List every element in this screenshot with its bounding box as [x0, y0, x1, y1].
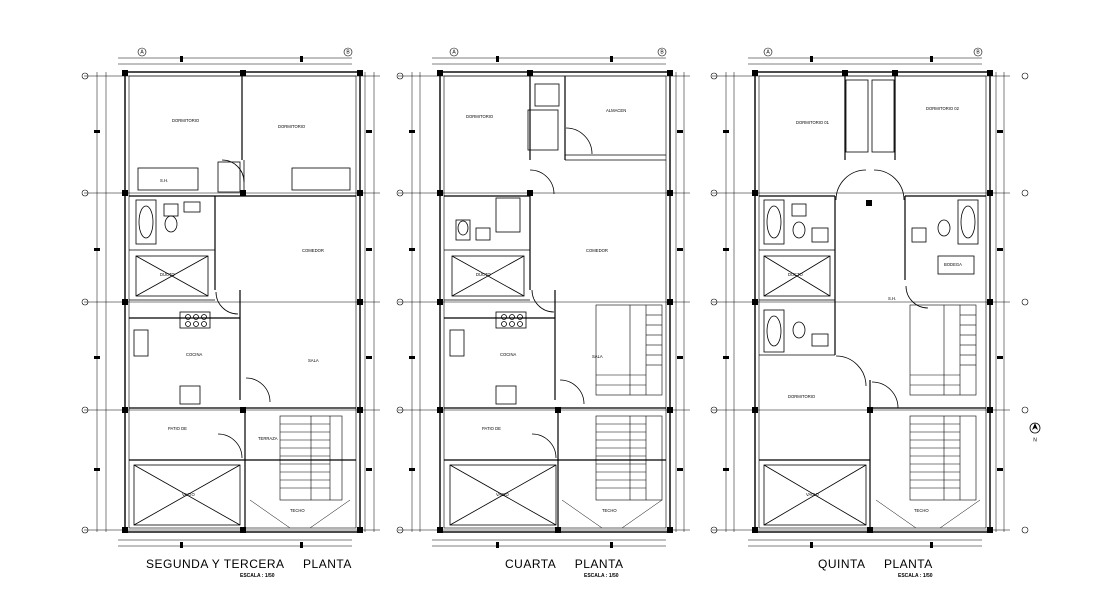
room-label: VACIO	[806, 492, 819, 497]
axis-label-a: A	[140, 49, 144, 55]
sink	[475, 227, 491, 241]
bathtub	[957, 199, 979, 245]
ducto	[763, 255, 831, 297]
door-swing	[835, 169, 867, 201]
room-label: COMEDOR	[586, 248, 608, 253]
closet	[137, 167, 199, 191]
room-label: TECHO	[914, 508, 929, 513]
room-label: DORMITORIO 02	[926, 106, 960, 111]
room-label: S.H.	[160, 178, 168, 183]
room-label: TECHO	[290, 508, 305, 513]
closet	[534, 83, 560, 107]
vacio	[133, 464, 241, 526]
plan-scale: ESCALA : 1/50	[240, 573, 275, 579]
axis-label-b: B	[976, 49, 980, 55]
room-label: DORMITORIO	[466, 114, 494, 119]
room-label: COMEDOR	[302, 248, 324, 253]
toilet	[455, 219, 471, 241]
kitchen-sink	[449, 329, 465, 357]
closet	[871, 79, 895, 153]
north-arrow: N	[1029, 422, 1041, 443]
axis-label-b: B	[346, 49, 350, 55]
bathtub	[763, 199, 785, 245]
room-label: DUCTO	[160, 272, 176, 277]
closet	[845, 79, 869, 153]
room-label: DUCTO	[476, 272, 492, 277]
room-label: DORMITORIO 01	[796, 120, 830, 125]
room-label: VACIO	[496, 492, 509, 497]
vacio	[763, 464, 867, 526]
north-label: N	[1033, 437, 1037, 443]
axis-label-a: A	[766, 49, 770, 55]
closet	[527, 109, 559, 151]
axis-markers-plan3: A B	[710, 47, 1029, 534]
room-label: PATIO DE	[482, 426, 501, 431]
sink	[183, 201, 201, 213]
bathtub	[763, 309, 785, 353]
plan-segunda-tercera	[84, 56, 380, 548]
closet	[291, 167, 351, 191]
stove	[495, 311, 527, 329]
kitchen-sink	[133, 329, 149, 357]
room-labels-plan1: DORMITORIO DORMITORIO S.H. COMEDOR DUCTO…	[160, 118, 324, 513]
stairs	[909, 304, 977, 501]
room-label: DORMITORIO	[172, 118, 200, 123]
room-label: DUCTO	[788, 272, 804, 277]
room-label: ALMACEN	[606, 108, 626, 113]
plan-scale: ESCALA : 1/50	[898, 573, 933, 579]
room-labels-plan2: DORMITORIO ALMACEN COMEDOR DUCTO COCINA …	[466, 108, 626, 513]
stove	[179, 311, 211, 329]
ducto	[135, 255, 209, 297]
plan-titles: SEGUNDA Y TERCERA PLANTA ESCALA : 1/50 C…	[146, 557, 933, 579]
plan-title: CUARTA PLANTA	[505, 557, 624, 571]
axis-label-a: A	[452, 49, 456, 55]
axis-markers-plan1: A B	[81, 47, 353, 534]
room-label: COCINA	[186, 352, 202, 357]
ducto	[451, 255, 525, 297]
stairs	[595, 304, 663, 501]
bathtub	[135, 199, 157, 245]
room-label: S.H.	[888, 296, 896, 301]
toilet	[911, 227, 927, 243]
room-label: DORMITORIO	[278, 124, 306, 129]
room-label: SALA	[308, 358, 319, 363]
plan-cuarta	[398, 56, 690, 548]
room-label: COCINA	[500, 352, 516, 357]
room-label: TERRAZA	[258, 436, 278, 441]
room-label: SALA	[592, 354, 603, 359]
room-label: VACIO	[182, 492, 195, 497]
stairs	[279, 415, 343, 501]
room-label: PATIO DE	[168, 426, 187, 431]
sink	[811, 227, 829, 243]
vacio	[449, 464, 557, 526]
plan-title: SEGUNDA Y TERCERA PLANTA	[146, 557, 352, 571]
plan-quinta	[712, 56, 1010, 548]
room-labels-plan3: DORMITORIO 01 DORMITORIO 02 DUCTO BODEGA…	[788, 106, 962, 513]
plan-scale: ESCALA : 1/50	[584, 573, 619, 579]
room-label: DORMITORIO	[788, 394, 816, 399]
axis-label-b: B	[660, 49, 664, 55]
room-label: TECHO	[602, 508, 617, 513]
sink	[811, 333, 829, 347]
plan-title: QUINTA PLANTA	[818, 557, 933, 571]
axis-markers-plan2: A B	[396, 47, 667, 534]
toilet	[791, 203, 807, 217]
door-swing	[565, 127, 593, 155]
room-label: BODEGA	[944, 262, 962, 267]
